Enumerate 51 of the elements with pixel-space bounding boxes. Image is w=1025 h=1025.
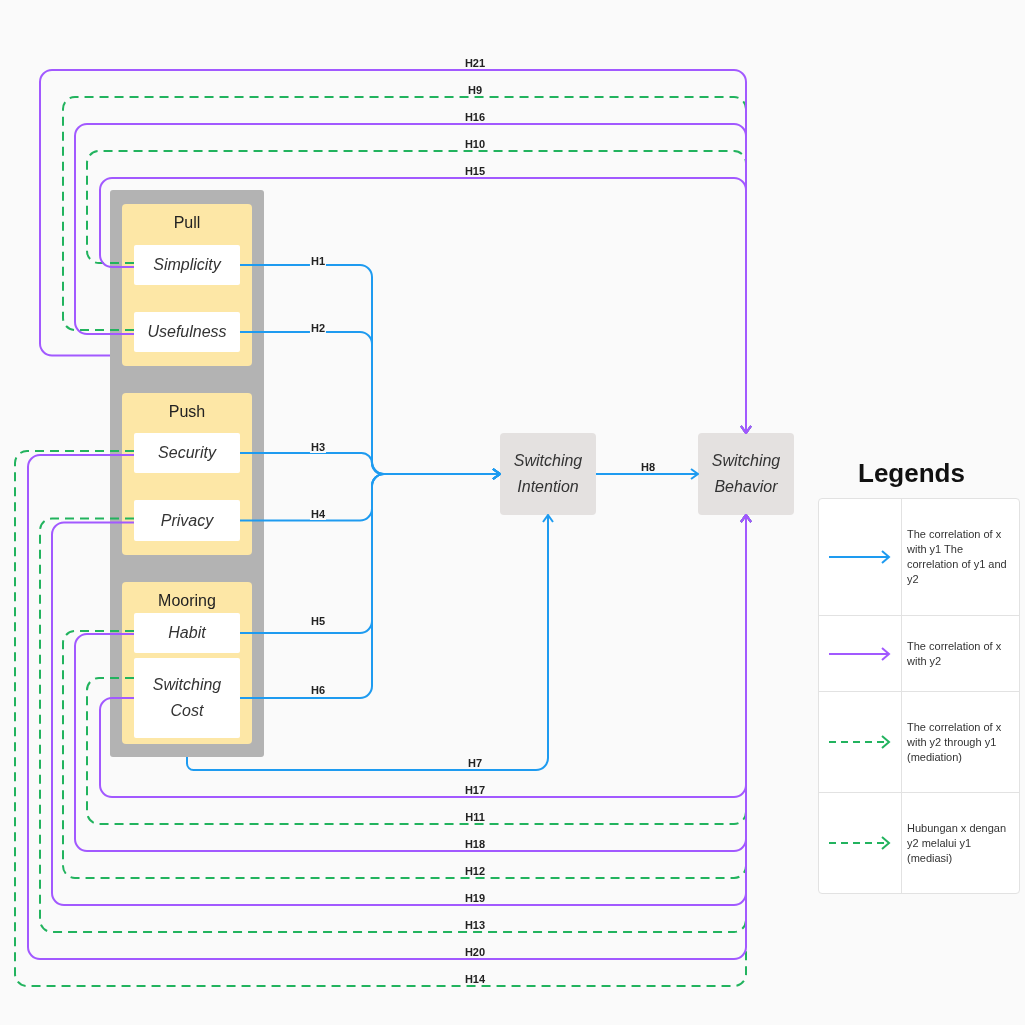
category-heading: Pull [172,214,202,232]
edge-label: H7 [466,757,484,769]
edge-label: H12 [463,865,487,877]
edge-label: H15 [463,165,487,177]
edge-label: H5 [309,615,327,627]
category-heading: Push [167,403,207,421]
construct-box [500,433,596,515]
variable-label: Switching Behavior [710,451,782,497]
variable-label: Habit [168,623,206,643]
legend-title: Legends [858,458,965,489]
arrow [595,468,699,480]
variable-box [134,433,240,473]
edge-label: H19 [463,892,487,904]
edge-label: H8 [639,461,657,473]
factor-panel [110,190,264,757]
edge-label: H13 [463,919,487,931]
edge-label: H9 [466,84,484,96]
arrow [239,468,501,699]
edge-label: H1 [309,255,327,267]
edge-label: H3 [309,441,327,453]
variable-box [134,500,240,541]
legend-text: The correlation of x with y1 The correlation of y1 and y2 [907,527,1008,587]
variable-label: Usefulness [147,322,227,342]
edge-label: H2 [309,322,327,334]
edge-label: H11 [464,811,486,823]
category-box [122,582,252,744]
variable-box [134,312,240,352]
variable-box [134,613,240,653]
variable-box [134,658,240,738]
edge-label: H10 [463,138,487,150]
construct-box [698,433,794,515]
edge-label: H20 [463,946,487,958]
edge-label: H18 [463,838,487,850]
category-heading: Mooring [157,592,217,610]
variable-label: Privacy [160,510,214,531]
variable-label: Switching Intention [512,451,584,497]
variable-box [134,245,240,285]
edge-label: H17 [463,784,487,796]
edge-label: H21 [463,57,487,69]
category-box [122,393,252,555]
legend-text: The correlation of x with y2 through y1 (mediation) [907,719,1003,765]
edge-label: H14 [463,973,487,985]
category-box [122,204,252,366]
variable-label: Switching Cost [151,675,223,721]
edge-label: H16 [463,111,487,123]
variable-label: Security [158,443,216,463]
edge-label: H6 [309,684,327,696]
legend-text: The correlation of x with y2 [907,638,1003,669]
legend-text: Hubungan x dengan y2 melalui y1 (mediasi) [907,820,1008,866]
edge-label: H4 [309,508,327,520]
variable-label: Simplicity [153,255,221,275]
